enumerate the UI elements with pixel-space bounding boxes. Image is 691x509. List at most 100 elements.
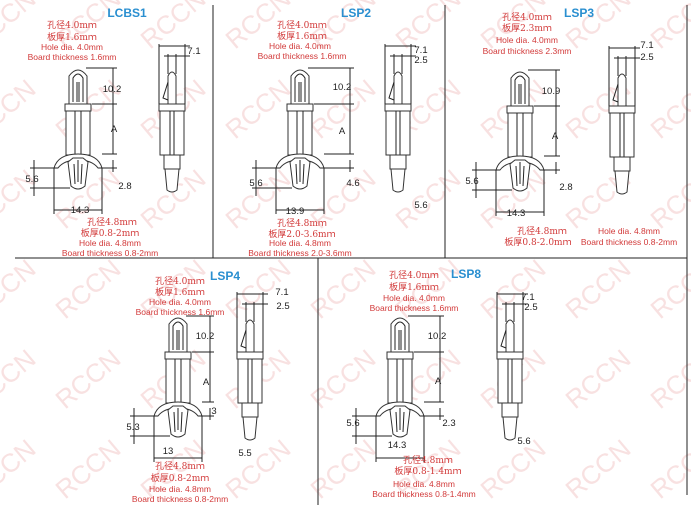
front-view: [153, 317, 203, 438]
dim-label: 14.3: [71, 205, 90, 216]
watermark-text: RCCN: [0, 433, 41, 504]
side-body: [609, 112, 635, 158]
horizontal-dimension: [130, 408, 203, 462]
side-flange: [496, 351, 524, 360]
spec-en: Board thickness 1.6mm: [136, 307, 225, 317]
watermark-text: RCCN: [645, 73, 691, 144]
top-snap-clip: [290, 69, 310, 104]
dim-label: 5.6: [346, 418, 359, 429]
vertical-dimension: [408, 315, 444, 420]
side-view: [158, 44, 190, 193]
dim-label: 7.1: [414, 45, 427, 56]
dim-label: 2.8: [559, 182, 572, 193]
side-groove: [247, 359, 253, 403]
vertical-dimension: [186, 315, 214, 420]
dim-label: 10.2: [428, 331, 447, 342]
dim-label: A: [203, 377, 210, 388]
side-latch: [240, 329, 247, 349]
body-groove: [174, 359, 182, 403]
spec-en: Board thickness 0.8-2mm: [62, 248, 158, 258]
top-snap-clip: [168, 317, 188, 352]
clip-slot: [515, 162, 525, 187]
part-title: LSP3: [564, 6, 594, 20]
spec-cn: 板厚0.8-2.0mｍ: [504, 236, 571, 248]
dim-label: 3: [211, 406, 216, 417]
dim-label: 13.9: [286, 206, 305, 217]
watermark-text: RCCN: [50, 433, 127, 504]
dim-label: 5.6: [249, 178, 262, 189]
side-pin: [393, 71, 403, 105]
side-view: [496, 292, 528, 441]
front-view: [275, 69, 325, 190]
body-groove: [396, 359, 404, 403]
top-snap-clip: [390, 317, 410, 352]
side-tip: [502, 416, 518, 441]
side-latch: [612, 83, 619, 103]
body-flange: [64, 103, 92, 112]
spec-en: Hole dia. 4.0mm: [383, 293, 445, 303]
watermark-text: RCCN: [0, 73, 41, 144]
spec-en: Hole dia. 4.8mm: [269, 238, 331, 248]
body-flange: [386, 351, 414, 360]
side-view: [608, 46, 640, 195]
part-drawing: [352, 292, 528, 462]
dim-label: 14.3: [388, 440, 407, 451]
dimension-lines: [252, 67, 354, 214]
spec-cn: 孔径4.0mｍ: [277, 19, 327, 31]
side-latch: [162, 81, 169, 101]
part-title: LSP8: [451, 267, 481, 281]
side-latch: [500, 329, 507, 349]
side-view: [236, 292, 268, 441]
part-drawing: [130, 292, 268, 462]
dimension-lines: [352, 315, 444, 462]
side-stem: [501, 402, 519, 418]
watermark-text: RCCN: [220, 433, 297, 504]
body: [165, 358, 191, 404]
body-groove: [516, 113, 524, 157]
body: [65, 110, 91, 156]
clip-slot: [172, 321, 184, 350]
spec-en: Board thickness 1.6mm: [28, 52, 117, 62]
part-title: LSP4: [210, 269, 240, 283]
spec-cn: 孔径4.8mｍ: [403, 454, 453, 466]
watermark-text: RCCN: [560, 253, 637, 324]
dim-label: 7.1: [187, 46, 200, 57]
watermark-text: RCCN: [475, 253, 552, 324]
spec-cn: 孔径4.8mｍ: [87, 216, 137, 228]
horizontal-dimension: [352, 408, 425, 462]
part-lsp3: LSP3 孔径4.0mｍ 板厚2.3mｍ Hole dia. 4.0mm Boa…: [465, 6, 677, 248]
side-tip: [242, 416, 258, 441]
side-stem: [241, 402, 259, 418]
part-lcbs1: LCBS1 孔径4.0mｍ 板厚1.6mｍ Hole dia. 4.0mm Bo…: [25, 6, 200, 258]
panel-dividers: [15, 5, 688, 505]
side-latch: [388, 81, 395, 101]
watermark-text: RCCN: [305, 253, 382, 324]
body-flange: [286, 103, 314, 112]
watermark-text: RCCN: [50, 343, 127, 414]
clip-slot: [72, 73, 84, 102]
dim-label: 2.5: [640, 52, 653, 63]
watermark-text: RCCN: [560, 433, 637, 504]
top-snap-clip: [68, 69, 88, 104]
dim-label: 10.2: [103, 84, 122, 95]
spec-en: Hole dia. 4.8mm: [79, 238, 141, 248]
spec-en: Board thickness 2.0-3.6mm: [248, 248, 351, 258]
spec-cn: 板厚0.8-1.4mｍ: [394, 465, 461, 477]
dim-label: 7.1: [521, 292, 534, 303]
body: [287, 110, 313, 156]
spec-cn: 孔径4.8mｍ: [277, 217, 327, 229]
dim-label: 13: [163, 446, 174, 457]
dim-label: 2.5: [414, 55, 427, 66]
spec-cn: 板厚2.0-3.6mｍ: [268, 228, 335, 240]
spec-en: Board thickness 2.3mm: [483, 46, 572, 56]
watermark-text: RCCN: [0, 343, 41, 414]
dim-label: 7.1: [640, 40, 653, 51]
spec-en: Hole dia. 4.0mm: [41, 42, 103, 52]
top-snap-clip: [510, 71, 530, 106]
spec-en: Hole dia. 4.0mm: [149, 297, 211, 307]
side-groove: [169, 111, 175, 155]
body: [387, 358, 413, 404]
part-drawing: [472, 46, 640, 216]
dimension-lines: [472, 69, 560, 216]
clip-slot: [395, 408, 405, 433]
